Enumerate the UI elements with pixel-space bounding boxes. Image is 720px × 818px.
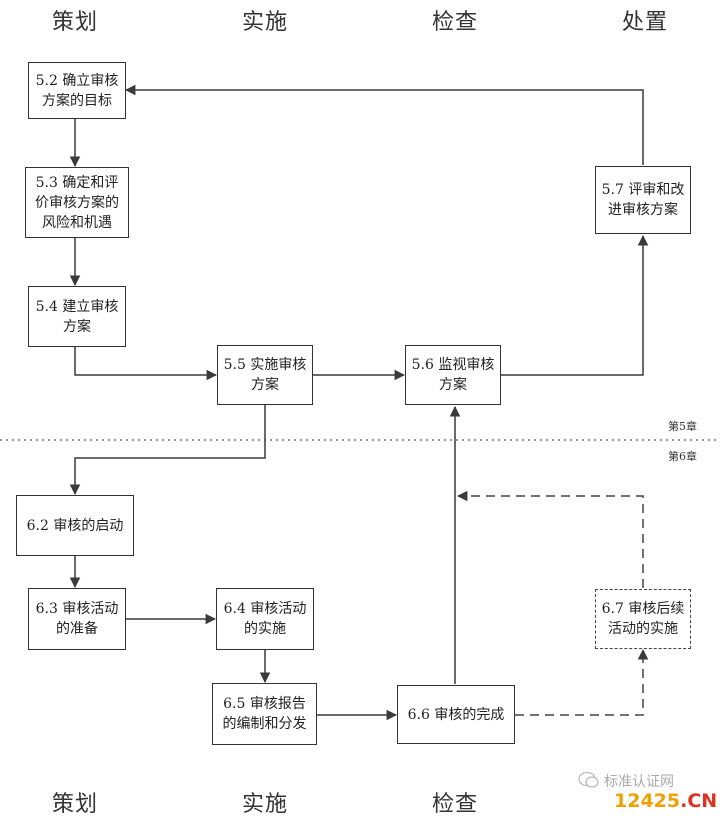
box-5-2: 5.2 确立审核 方案的目标 [28, 62, 126, 119]
chapter-6-label: 第6章 [668, 450, 697, 463]
column-footer-check: 检查 [431, 792, 479, 817]
watermark-site-number: 12425 [614, 790, 681, 812]
chapter-5-label: 第5章 [668, 420, 697, 433]
column-header-plan: 策划 [51, 10, 99, 35]
column-header-do: 实施 [241, 10, 289, 35]
box-5-7: 5.7 评审和改 进审核方案 [595, 166, 691, 234]
wechat-icon [578, 771, 599, 788]
box-5-3: 5.3 确定和评 价审核方案的 风险和机遇 [25, 167, 129, 238]
box-5-6: 5.6 监视审核 方案 [405, 345, 501, 405]
box-6-3: 6.3 审核活动 的准备 [28, 588, 126, 650]
column-header-check: 检查 [431, 10, 479, 35]
column-header-act: 处置 [621, 10, 669, 35]
box-6-5: 6.5 审核报告 的编制和分发 [212, 683, 317, 745]
column-footer-do: 实施 [241, 792, 289, 817]
watermark-text: 标准认证网 [604, 774, 674, 790]
box-5-4: 5.4 建立审核 方案 [28, 286, 126, 347]
box-6-2: 6.2 审核的启动 [16, 495, 134, 556]
box-5-5: 5.5 实施审核 方案 [217, 345, 313, 405]
arrow-56-57 [501, 234, 649, 376]
arrow-54-55 [74, 347, 218, 381]
box-6-7: 6.7 审核后续 活动的实施 [595, 589, 691, 649]
dashed-arrow-66-67 [515, 648, 649, 716]
box-6-4: 6.4 审核活动 的实施 [216, 588, 314, 650]
box-6-6: 6.6 审核的完成 [397, 685, 515, 744]
dashed-arrow-67-line [456, 490, 644, 588]
watermark-site: 12425.CN [614, 790, 717, 812]
arrow-57-52 [124, 84, 644, 165]
column-footer-plan: 策划 [51, 792, 99, 817]
watermark-site-tld: .CN [680, 790, 718, 812]
arrow-55-62 [69, 405, 266, 496]
